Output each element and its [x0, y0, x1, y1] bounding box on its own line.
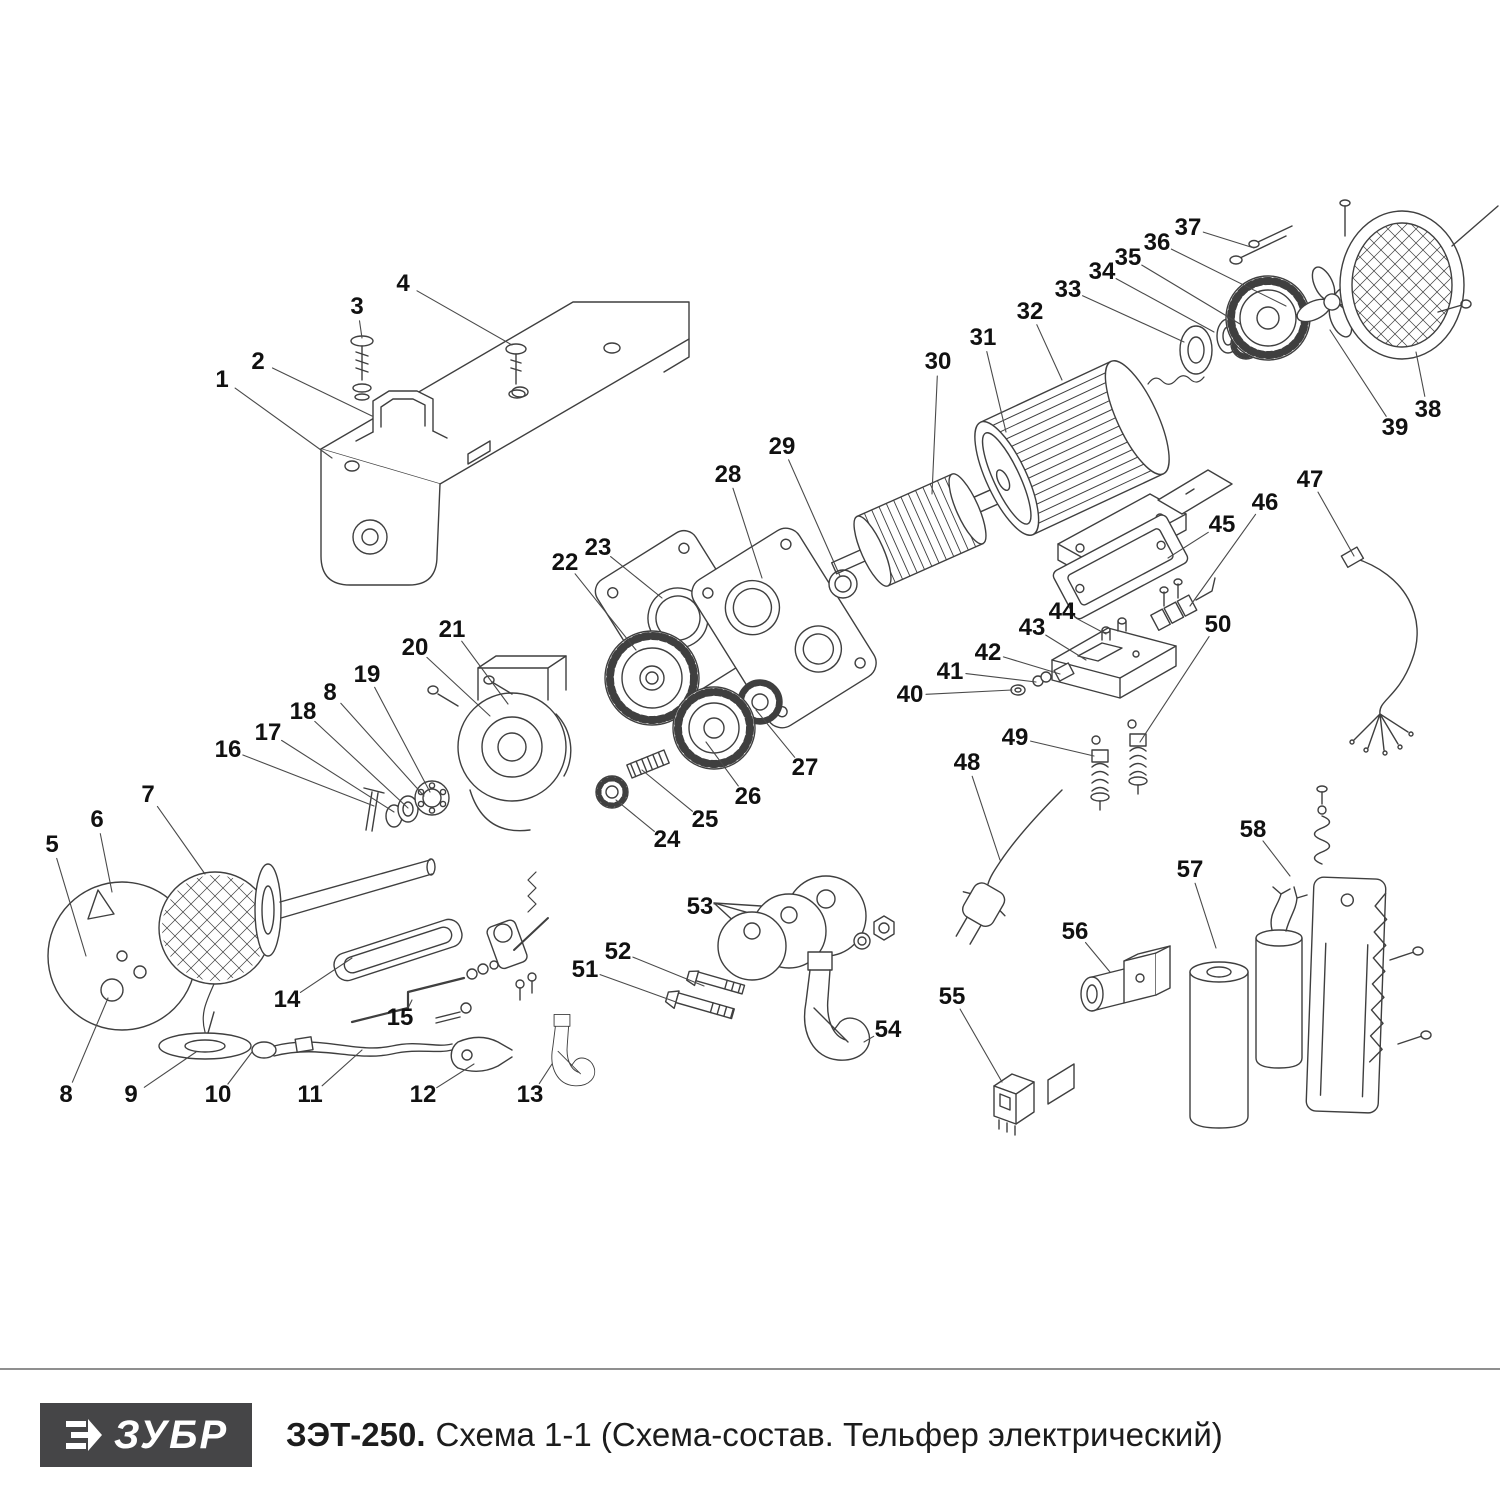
leader-line-34: [1115, 278, 1215, 333]
leader-line-55: [959, 1008, 1003, 1083]
leader-line-35: [1141, 264, 1241, 325]
leader-line-44: [1075, 617, 1107, 635]
leader-line-16: [242, 754, 375, 807]
brand-arrow-icon: [65, 1419, 102, 1451]
shaft-washers: [363, 780, 450, 832]
leader-line-13: [538, 1063, 553, 1085]
leader-line-18: [314, 720, 409, 809]
leader-line-12: [436, 1063, 475, 1089]
leader-line-56: [1084, 941, 1111, 973]
leader-line-25: [641, 769, 694, 812]
brand-name: ЗУБР: [113, 1412, 229, 1457]
leader-line-41: [965, 673, 1037, 683]
leader-line-29: [788, 459, 841, 577]
frame-plate-assembly: [320, 301, 690, 586]
power-cord-plug: [955, 789, 1063, 945]
leader-line-49: [1030, 740, 1095, 757]
leader-line-30: [931, 375, 938, 495]
leader-line-20: [426, 656, 491, 717]
terminal-parts: [1010, 469, 1418, 756]
leader-line-23: [610, 556, 663, 599]
leader-line-10: [227, 1051, 253, 1085]
leader-line-31: [986, 351, 1007, 433]
leader-line-24: [615, 799, 655, 832]
footer-divider: [0, 1368, 1500, 1370]
screw-3: [350, 335, 374, 401]
brush-plungers: [1090, 719, 1148, 811]
scheme-title: ЗЭТ-250.Схема 1-1 (Схема-состав. Тельфер…: [286, 1416, 1223, 1454]
leader-line-28: [732, 487, 763, 579]
leader-line-27: [755, 709, 796, 758]
switch-and-capacitors: [993, 785, 1432, 1136]
motor-rotor: [828, 473, 1029, 599]
leader-line-42: [1002, 656, 1061, 675]
gearbox-plates: [594, 527, 877, 729]
brake-fan-cover: [1147, 199, 1499, 385]
pawl-lever-parts: [333, 871, 549, 1024]
scheme-name: Схема 1-1 (Схема-состав. Тельфер электри…: [435, 1416, 1223, 1453]
model-number: ЗЭТ-250.: [286, 1416, 426, 1453]
footer: ЗУБР ЗЭТ-250.Схема 1-1 (Схема-состав. Те…: [0, 1392, 1500, 1478]
leader-line-43: [1045, 634, 1087, 661]
leader-line-2: [271, 367, 373, 417]
leader-line-17: [281, 739, 395, 813]
leader-line-26: [705, 741, 739, 787]
leader-line-4: [416, 290, 513, 346]
drum-assembly: [47, 858, 436, 1033]
leader-line-7: [156, 805, 206, 875]
screw-4: [505, 343, 527, 399]
leader-line-57: [1194, 882, 1217, 949]
leader-line-47: [1317, 491, 1355, 557]
leader-line-11: [321, 1049, 363, 1087]
leader-line-58: [1262, 840, 1291, 877]
leader-line-21: [461, 640, 509, 705]
gear-housing: [427, 655, 572, 832]
leader-line-8: [71, 997, 109, 1083]
leader-line-39: [1329, 329, 1387, 417]
leader-line-32: [1036, 324, 1063, 381]
leader-line-40: [925, 689, 1013, 695]
leader-line-6: [99, 833, 113, 893]
leader-line-50: [1139, 636, 1210, 743]
leader-line-14: [299, 957, 353, 993]
hook-suspension: [664, 875, 895, 1061]
leader-line-33: [1082, 295, 1185, 343]
leader-line-36: [1170, 248, 1287, 307]
leader-line-48: [971, 775, 1001, 861]
brand-logo-box: ЗУБР: [40, 1403, 252, 1467]
leader-line-9: [143, 1051, 197, 1088]
leader-line-45: [1167, 531, 1209, 559]
leader-line-51: [599, 974, 677, 1003]
leader-line-5: [56, 857, 87, 957]
leader-line-38: [1415, 351, 1426, 397]
leader-line-22: [574, 573, 637, 651]
leader-line-3: [358, 320, 363, 339]
leader-line-46: [1189, 513, 1257, 607]
cable-and-hooks: [158, 1011, 596, 1087]
leader-line-19: [374, 686, 431, 793]
leader-line-8: [340, 702, 425, 797]
gears: [595, 630, 783, 809]
leader-line-37: [1202, 231, 1255, 249]
leader-line-54: [863, 1035, 875, 1043]
leader-line-1: [234, 387, 333, 459]
leader-line-15: [408, 999, 413, 1007]
leader-lines: [56, 231, 1426, 1089]
leader-line-52: [632, 956, 705, 987]
